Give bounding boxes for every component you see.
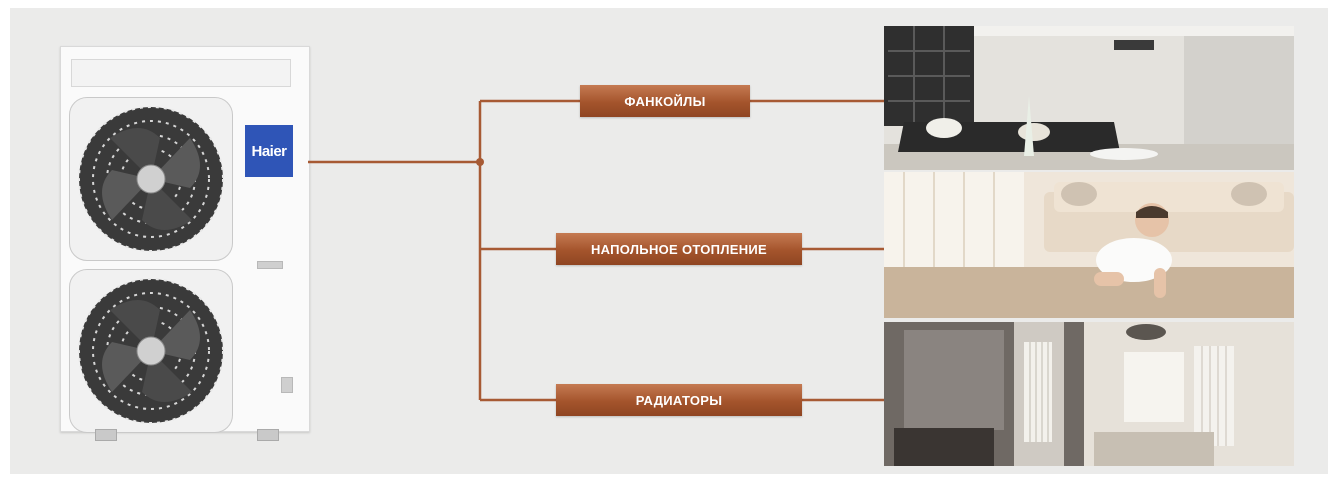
valve-cover <box>281 377 293 393</box>
unit-foot-left <box>95 429 117 441</box>
unit-top-panel <box>71 59 291 87</box>
bedroom-radiator-photo <box>884 322 1294 466</box>
chandelier <box>1126 324 1166 340</box>
floor-heating-baby-photo <box>884 172 1294 318</box>
baby-body <box>1096 238 1172 282</box>
label-floor-heating: НАПОЛЬНОЕ ОТОПЛЕНИЕ <box>556 233 802 265</box>
junction-node <box>476 158 484 166</box>
upper-fan-icon <box>78 106 224 252</box>
label-radiators: РАДИАТОРЫ <box>556 384 802 416</box>
haier-logo: Haier <box>245 125 293 177</box>
unit-foot-right <box>257 429 279 441</box>
upper-fan-housing <box>69 97 233 261</box>
lower-fan-icon <box>78 278 224 424</box>
label-fancoils: ФАНКОЙЛЫ <box>580 85 750 117</box>
vertical-radiator-right <box>1194 346 1234 446</box>
ceiling-fancoil-unit <box>1114 40 1154 50</box>
outdoor-heat-pump-unit: Haier <box>60 46 310 441</box>
service-panel-handle <box>257 261 283 269</box>
living-room-fancoil-photo <box>884 26 1294 170</box>
lower-fan-housing <box>69 269 233 433</box>
floor <box>884 267 1294 318</box>
coffee-table <box>1090 148 1158 160</box>
